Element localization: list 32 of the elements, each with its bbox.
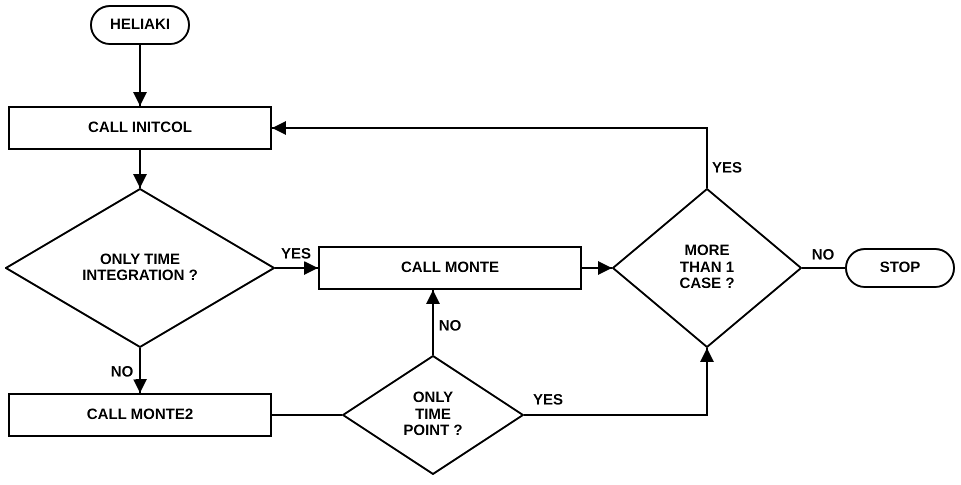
node-text: ONLY TIME INTEGRATION ?	[81, 252, 199, 284]
decision-diamond	[342, 355, 524, 475]
edge-label: NO	[436, 318, 464, 334]
arrow	[133, 348, 147, 393]
node-text: MORE THAN 1 CASE ?	[678, 243, 736, 293]
edge-label: YES	[279, 246, 313, 262]
edge-label: NO	[810, 248, 836, 262]
edge-label: YES	[710, 160, 744, 176]
arrow	[133, 45, 147, 106]
terminal-shape	[845, 248, 955, 288]
arrow	[275, 261, 318, 275]
node-text: CALL INITCOL	[88, 120, 192, 136]
node-text: ONLY TIME POINT ?	[402, 390, 464, 440]
node-text: CALL MONTE2	[86, 406, 194, 424]
node-text: STOP	[880, 260, 920, 276]
terminal-shape	[90, 5, 190, 45]
arrow	[582, 261, 612, 275]
arrow	[133, 150, 147, 188]
arrow	[524, 348, 714, 416]
decision-diamond	[5, 188, 275, 348]
decision-diamond	[612, 188, 802, 348]
process-box	[8, 106, 272, 150]
process-box	[8, 393, 272, 437]
node-text: CALL MONTE	[400, 260, 500, 276]
connector-line	[272, 414, 342, 416]
process-box	[318, 246, 582, 290]
arrow	[272, 121, 708, 188]
node-text: HELIAKI	[110, 16, 170, 34]
arrow	[426, 290, 440, 355]
edge-label: NO	[108, 364, 136, 380]
edge-label: YES	[531, 392, 565, 408]
connector-line	[802, 267, 845, 269]
